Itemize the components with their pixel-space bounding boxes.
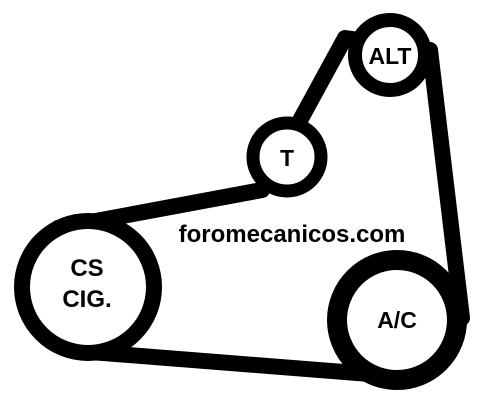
ac-compressor-pulley: A/C: [327, 250, 467, 390]
alternator-pulley: ALT: [348, 13, 432, 97]
alternator-pulley-ring: [348, 13, 432, 97]
crankshaft-label-line1: CS: [70, 255, 103, 282]
alternator-label: ALT: [368, 43, 411, 69]
ac-compressor-label: A/C: [377, 307, 417, 333]
watermark-text: foromecanicos.com: [179, 221, 406, 248]
crankshaft-pulley: CS CIG.: [14, 213, 162, 361]
tensioner-pulley: T: [246, 116, 328, 198]
crankshaft-label-line2: CIG.: [62, 286, 111, 313]
ac-compressor-pulley-ring: [327, 250, 467, 390]
tensioner-pulley-ring: [246, 116, 328, 198]
crankshaft-pulley-ring: [14, 213, 162, 361]
tensioner-label: T: [280, 145, 294, 171]
